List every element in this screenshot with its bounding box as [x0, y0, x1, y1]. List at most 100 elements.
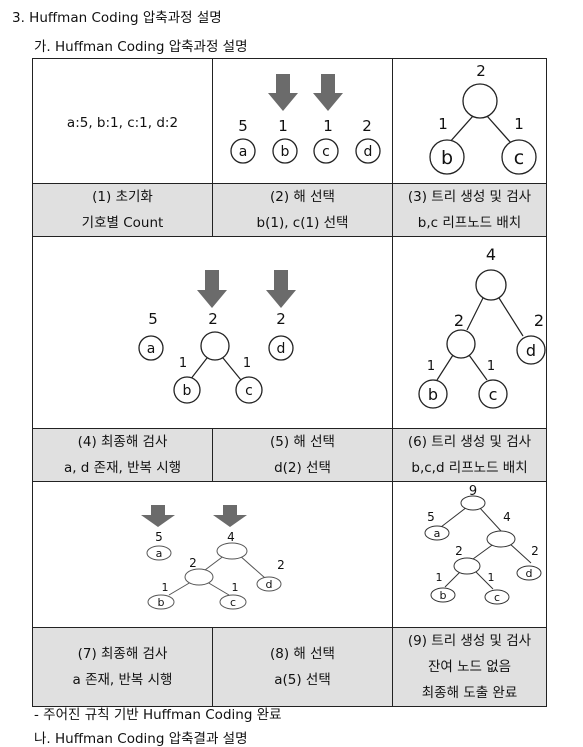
internal-node: [460, 495, 486, 510]
edge-weight: 1: [243, 356, 251, 371]
completion-note: - 주어진 규칙 기반 Huffman Coding 완료: [34, 707, 282, 723]
node-label: d: [277, 341, 286, 357]
initial-frequencies: a:5, b:1, c:1, d:2: [66, 114, 179, 131]
node-a: [230, 138, 256, 164]
figure-7-8-select-a: 5 4 a 2 2 d 1 1 b c: [141, 504, 285, 609]
edge-weight: 1: [162, 581, 169, 594]
node-c: [478, 379, 508, 409]
edge-weight: 4: [503, 510, 511, 524]
node-b: [418, 379, 448, 409]
figure-cell-9: 9 5 4 a 2 2 d 1 1: [392, 481, 547, 628]
figure-cell-7-8: 5 4 a 2 2 d 1 1 b c: [32, 481, 393, 628]
edge-weight: 1: [232, 581, 239, 594]
figure-cell-3: 2 1 1 b c: [392, 58, 547, 184]
down-arrow-icon: [197, 270, 227, 308]
node-d: [268, 335, 294, 361]
figure-cell-1: a:5, b:1, c:1, d:2: [32, 58, 213, 184]
node-label: d: [364, 144, 373, 160]
node-d: [516, 335, 546, 365]
node-c: [235, 376, 263, 404]
edge-weight: 5: [427, 510, 435, 524]
node-label: a: [434, 527, 441, 540]
weight-label: 4: [227, 530, 235, 544]
node-c: [501, 139, 537, 175]
weight-label: 2: [276, 310, 286, 328]
node-label: a: [239, 144, 248, 160]
edge-weight: 2: [454, 311, 464, 330]
figure-4-5-select-d: 5 2 2 a d 1 1 b c: [138, 270, 296, 404]
node-a: [424, 525, 450, 540]
node-label: c: [230, 596, 236, 609]
node-b: [272, 138, 298, 164]
figure-3-tree-bc: 2 1 1 b c: [429, 62, 537, 175]
edge-weight: 1: [514, 115, 524, 133]
node-c: [219, 594, 247, 609]
weight-label: 9: [469, 484, 477, 499]
internal-node: [462, 83, 498, 119]
weight-label: 2: [476, 62, 486, 80]
internal-node: [475, 269, 507, 301]
node-label: d: [526, 567, 533, 580]
node-label: c: [245, 383, 253, 399]
edge-weight: 2: [189, 556, 197, 570]
node-label: a: [147, 341, 156, 357]
edge-weight: 2: [531, 544, 539, 558]
figure-6-tree-bcd: 4 2 2 d 1 1 b c: [418, 245, 546, 409]
weight-label: 4: [486, 245, 496, 264]
figure-cell-6: 4 2 2 d 1 1 b c: [392, 236, 547, 429]
internal-node: [446, 329, 476, 359]
node-label: b: [441, 147, 453, 169]
edge-weight: 1: [488, 571, 495, 584]
node-label: b: [428, 385, 438, 404]
internal-node: [216, 542, 248, 559]
section-heading: 3. Huffman Coding 압축과정 설명: [12, 10, 222, 26]
internal-node: [486, 530, 516, 547]
weight-label: 1: [278, 117, 288, 135]
edge-weight: 1: [487, 359, 495, 374]
weight-label: 5: [148, 310, 158, 328]
edge-weight: 2: [534, 311, 544, 330]
node-c: [484, 589, 510, 604]
node-label: b: [158, 596, 165, 609]
node-label: d: [526, 341, 536, 360]
down-arrow-icon: [213, 504, 247, 527]
internal-node: [453, 557, 481, 574]
node-label: b: [183, 383, 192, 399]
weight-label: 2: [362, 117, 372, 135]
weight-label: 5: [155, 530, 163, 544]
down-arrow-icon: [266, 270, 296, 308]
weight-label: 1: [323, 117, 333, 135]
figure-cell-2: 5 1 1 2 a b c d: [212, 58, 393, 184]
node-b: [147, 594, 175, 609]
edge-weight: 2: [455, 544, 463, 558]
node-label: b: [440, 589, 447, 602]
node-label: c: [514, 147, 524, 169]
figure-2-select-bc: 5 1 1 2 a b c d: [230, 74, 381, 164]
node-b: [429, 139, 465, 175]
node-label: c: [494, 591, 500, 604]
node-label: c: [489, 385, 498, 404]
down-arrow-icon: [313, 74, 343, 111]
figure-9-final-tree: 9 5 4 a 2 2 d 1 1: [424, 484, 542, 604]
edge-weight: 1: [179, 356, 187, 371]
node-d: [355, 138, 381, 164]
huffman-steps-table: a:5, b:1, c:1, d:2 5 1 1 2 a b c d: [32, 58, 547, 707]
weight-label: 5: [238, 117, 248, 135]
node-c: [313, 138, 339, 164]
node-label: d: [266, 578, 273, 591]
internal-node: [200, 331, 230, 361]
node-d: [516, 565, 542, 580]
subsection-heading: 가. Huffman Coding 압축과정 설명: [34, 39, 248, 55]
node-label: b: [281, 144, 290, 160]
node-label: a: [156, 547, 163, 560]
edge-weight: 1: [436, 571, 443, 584]
node-b: [430, 587, 456, 602]
next-section-heading: 나. Huffman Coding 압축결과 설명: [34, 731, 248, 747]
